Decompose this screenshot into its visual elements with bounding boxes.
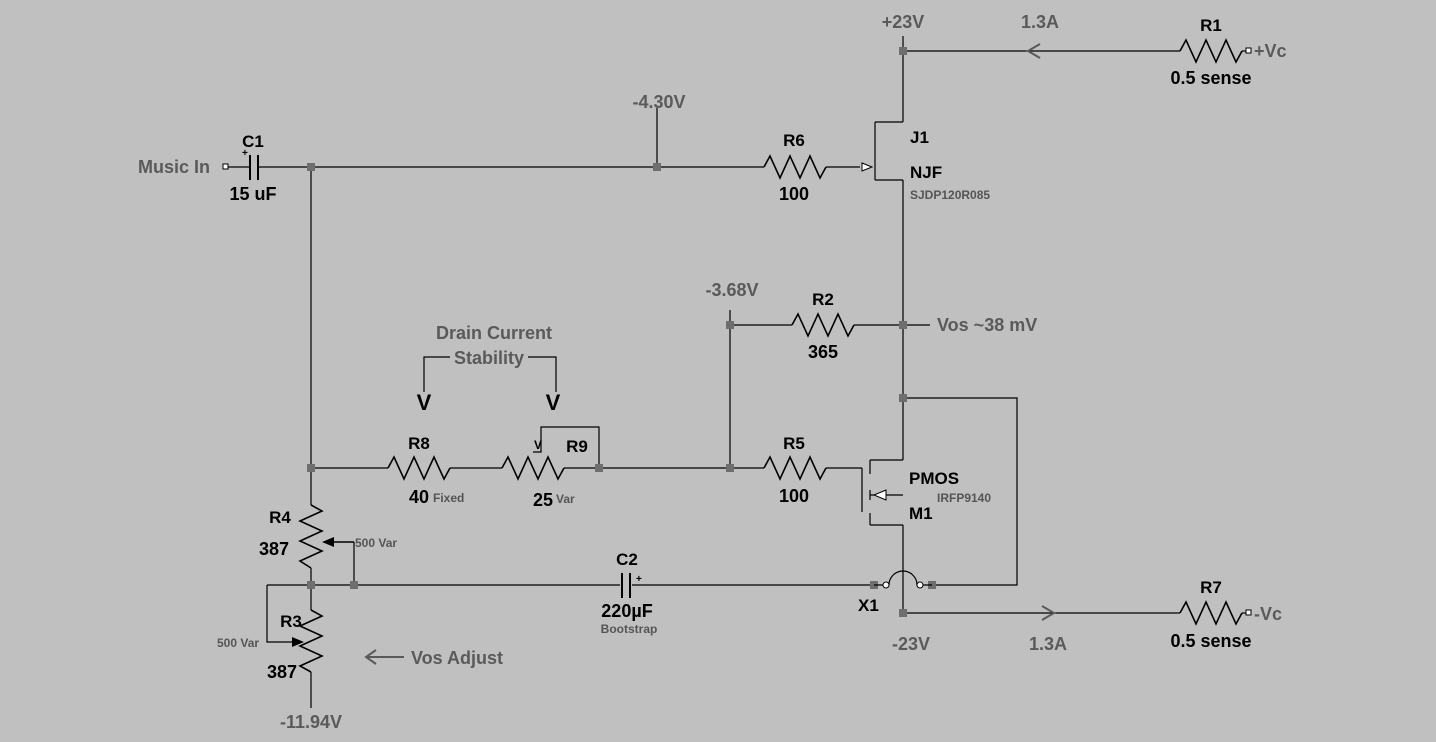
r3-note: 500 Var bbox=[217, 636, 259, 650]
c2-note: Bootstrap bbox=[601, 622, 658, 636]
j1-type: NJF bbox=[910, 163, 942, 182]
c1-value: 15 uF bbox=[229, 184, 276, 204]
r6-value: 100 bbox=[779, 184, 809, 204]
resistor-r3: R3 387 500 Var bbox=[217, 609, 324, 682]
label-vos: Vos ~38 mV bbox=[937, 315, 1037, 335]
m1-name: M1 bbox=[909, 504, 933, 523]
r5-value: 100 bbox=[779, 486, 809, 506]
resistor-r8: R8 40 Fixed bbox=[387, 434, 464, 507]
r6-name: R6 bbox=[783, 131, 805, 150]
label-r2-node-voltage: -3.68V bbox=[705, 280, 758, 300]
r4-name: R4 bbox=[269, 508, 291, 527]
capacitor-c1: + C1 15 uF bbox=[222, 132, 280, 204]
label-minus-vc: -Vc bbox=[1254, 604, 1282, 624]
drain-arrow-right: V bbox=[546, 390, 561, 415]
label-bottom-voltage: -11.94V bbox=[280, 712, 342, 732]
label-current-bottom: 1.3A bbox=[1029, 634, 1067, 654]
r4-value: 387 bbox=[259, 539, 289, 559]
resistor-r9: V R9 25 Var bbox=[501, 437, 588, 510]
r2-value: 365 bbox=[808, 342, 838, 362]
transistor-m1: PMOS IRFP9140 M1 bbox=[861, 459, 991, 526]
r4-note: 500 Var bbox=[355, 536, 397, 550]
r8-note: Fixed bbox=[433, 491, 464, 505]
label-plus-vc: +Vc bbox=[1254, 41, 1287, 61]
resistor-r6: R6 100 bbox=[763, 131, 827, 204]
resistor-r2: R2 365 bbox=[791, 290, 855, 362]
resistor-r1: R1 0.5 sense bbox=[1170, 16, 1251, 88]
transistor-j1: J1 NJF SJDP120R085 bbox=[861, 110, 990, 202]
r3-name: R3 bbox=[280, 612, 302, 631]
c2-name: C2 bbox=[616, 550, 638, 569]
r9-wiper: V bbox=[534, 438, 542, 452]
drain-title-line1: Drain Current bbox=[436, 323, 552, 343]
x1-name: X1 bbox=[858, 596, 879, 615]
drain-current-annotation: Drain Current Stability V V bbox=[417, 323, 561, 415]
r2-name: R2 bbox=[812, 290, 834, 309]
vos-adjust-annotation: Vos Adjust bbox=[364, 648, 503, 668]
c2-plus: + bbox=[636, 574, 642, 585]
current-arrow-bottom bbox=[1041, 605, 1056, 621]
label-minus-23v: -23V bbox=[892, 634, 930, 654]
r9-note: Var bbox=[556, 492, 575, 506]
c1-name: C1 bbox=[242, 132, 264, 151]
r9-name: R9 bbox=[566, 437, 588, 456]
label-current-top: 1.3A bbox=[1021, 12, 1059, 32]
c1-plus: + bbox=[242, 148, 248, 159]
m1-part: IRFP9140 bbox=[937, 491, 991, 505]
vos-adjust-label: Vos Adjust bbox=[411, 648, 503, 668]
resistor-r5: R5 100 bbox=[763, 434, 827, 506]
current-arrow-top bbox=[1026, 43, 1041, 59]
c2-value: 220µF bbox=[601, 601, 652, 621]
resistor-r7: R7 0.5 sense bbox=[1170, 578, 1251, 651]
label-gate-voltage: -4.30V bbox=[632, 92, 685, 112]
r7-value: 0.5 sense bbox=[1170, 631, 1251, 651]
wire-crossover-x1: X1 bbox=[858, 570, 932, 615]
r7-name: R7 bbox=[1200, 578, 1222, 597]
label-music-in: Music In bbox=[138, 157, 210, 177]
r9-value: 25 bbox=[533, 490, 553, 510]
drain-arrow-left: V bbox=[417, 390, 432, 415]
r8-value: 40 bbox=[409, 487, 429, 507]
resistor-r4: R4 387 500 Var bbox=[259, 504, 397, 569]
j1-name: J1 bbox=[910, 128, 929, 147]
m1-type: PMOS bbox=[909, 469, 959, 488]
label-plus-23v: +23V bbox=[882, 12, 925, 32]
j1-part: SJDP120R085 bbox=[910, 188, 990, 202]
r5-name: R5 bbox=[783, 434, 805, 453]
capacitor-c2: + C2 220µF Bootstrap bbox=[601, 550, 658, 636]
r3-value: 387 bbox=[267, 662, 297, 682]
r8-name: R8 bbox=[408, 434, 430, 453]
r1-value: 0.5 sense bbox=[1170, 68, 1251, 88]
junction-nodes bbox=[307, 47, 936, 617]
drain-title-line2: Stability bbox=[454, 348, 524, 368]
r1-name: R1 bbox=[1200, 16, 1222, 35]
